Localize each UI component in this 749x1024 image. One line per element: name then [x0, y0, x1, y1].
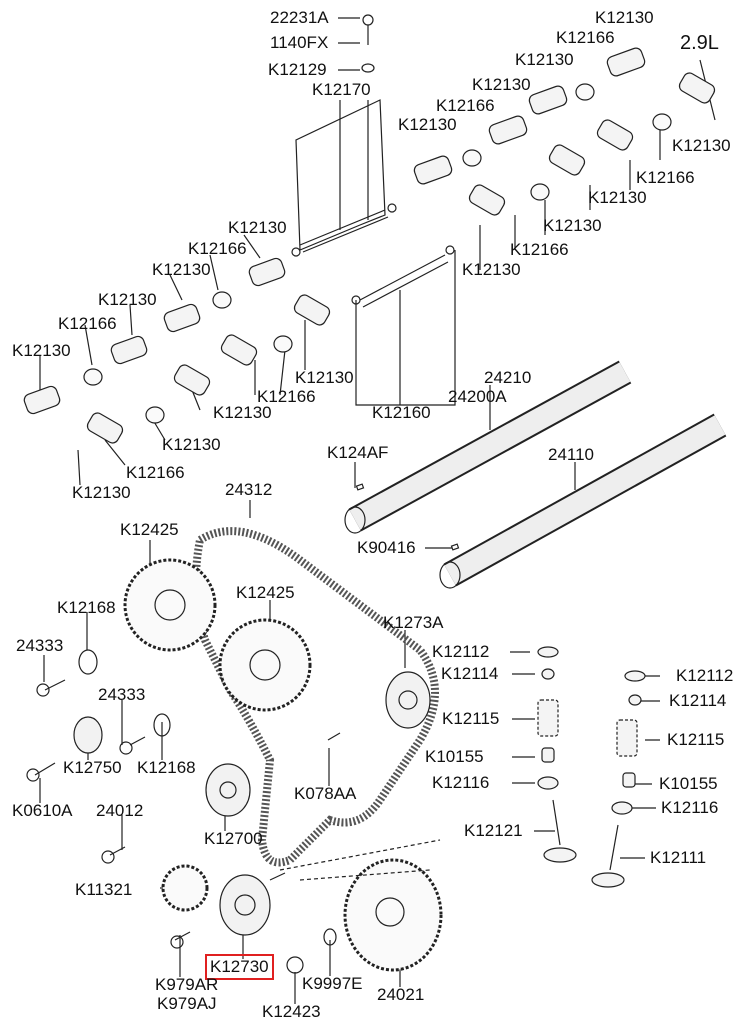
label-K12166: K12166	[436, 96, 495, 115]
label-K12160: K12160	[372, 403, 431, 422]
camshafts	[344, 360, 727, 589]
label-K12425: K12425	[120, 520, 179, 539]
label-K979AJ: K979AJ	[157, 994, 217, 1013]
label-K12130: K12130	[543, 216, 602, 235]
valve-train	[537, 646, 646, 888]
rocker-shafts	[291, 203, 455, 308]
label-K12114: K12114	[669, 691, 727, 710]
label-K0610A: K0610A	[12, 801, 73, 820]
label-K12130: K12130	[152, 260, 211, 279]
label-K12730-highlighted[interactable]: K12730	[205, 954, 274, 980]
label-K9997E: K9997E	[302, 974, 363, 993]
label-K12166: K12166	[510, 240, 569, 259]
label-K12111: K12111	[650, 848, 707, 867]
bolt-22231A	[361, 14, 375, 73]
label-24333: 24333	[98, 685, 146, 704]
label-K12170: K12170	[312, 80, 371, 99]
label-K1273A: K1273A	[383, 613, 444, 632]
label-K979AR: K979AR	[155, 975, 219, 994]
label-K12166: K12166	[636, 168, 695, 187]
label-K12168: K12168	[57, 598, 116, 617]
label-K12130: K12130	[462, 260, 521, 279]
label-K124AF: K124AF	[327, 443, 389, 462]
label-K12130: K12130	[228, 218, 287, 237]
timing-belt	[192, 527, 439, 867]
label-K12166: K12166	[257, 387, 316, 406]
label-K12166: K12166	[58, 314, 117, 333]
rocker-spacers	[83, 83, 672, 424]
label-K11321: K11321	[75, 880, 133, 899]
label-K10155: K10155	[659, 774, 718, 793]
label-K12423: K12423	[262, 1002, 321, 1021]
label-24012: 24012	[96, 801, 144, 820]
label-K12112: K12112	[676, 666, 734, 685]
label-K12116: K12116	[432, 773, 490, 792]
label-K12115: K12115	[667, 730, 725, 749]
label-K90416: K90416	[357, 538, 416, 557]
label-K12114: K12114	[441, 664, 499, 683]
label-24200A: 24200A	[448, 387, 507, 406]
label-K12700: K12700	[204, 829, 263, 848]
label-K12112: K12112	[432, 642, 490, 661]
label-1140FX: 1140FX	[270, 33, 329, 52]
engine-variant-label: 2.9L	[680, 32, 719, 54]
label-24110: 24110	[548, 445, 595, 464]
label-24312: 24312	[225, 480, 273, 499]
label-K078AA: K078AA	[294, 784, 357, 803]
label-K12121: K12121	[464, 821, 523, 840]
rocker-arms	[23, 47, 716, 444]
label-K12166: K12166	[556, 28, 615, 47]
label-K12130: K12130	[72, 483, 131, 502]
label-24021: 24021	[377, 985, 425, 1004]
label-K12130: K12130	[398, 115, 457, 134]
label-K12750: K12750	[63, 758, 122, 777]
label-K12130: K12130	[12, 341, 71, 360]
label-24210: 24210	[484, 368, 532, 387]
sprockets	[123, 558, 443, 972]
label-24333: 24333	[16, 636, 64, 655]
label-K12129: K12129	[268, 60, 327, 79]
label-K12168: K12168	[137, 758, 196, 777]
label-K12130: K12130	[295, 368, 354, 387]
label-K10155: K10155	[425, 747, 484, 766]
label-K12130: K12130	[213, 403, 272, 422]
label-K12130: K12130	[588, 188, 647, 207]
label-K12425: K12425	[236, 583, 295, 602]
label-K12116: K12116	[661, 798, 719, 817]
label-K12166: K12166	[126, 463, 185, 482]
fasteners	[26, 649, 441, 974]
label-K12166: K12166	[188, 239, 247, 258]
label-22231A: 22231A	[270, 8, 329, 27]
label-K12130: K12130	[595, 8, 654, 27]
pulleys	[73, 671, 431, 936]
label-K12115: K12115	[442, 709, 500, 728]
label-K12130: K12130	[98, 290, 157, 309]
label-K12130: K12130	[515, 50, 574, 69]
label-K12130: K12130	[472, 75, 531, 94]
label-K12130: K12130	[162, 435, 221, 454]
label-K12130: K12130	[672, 136, 731, 155]
